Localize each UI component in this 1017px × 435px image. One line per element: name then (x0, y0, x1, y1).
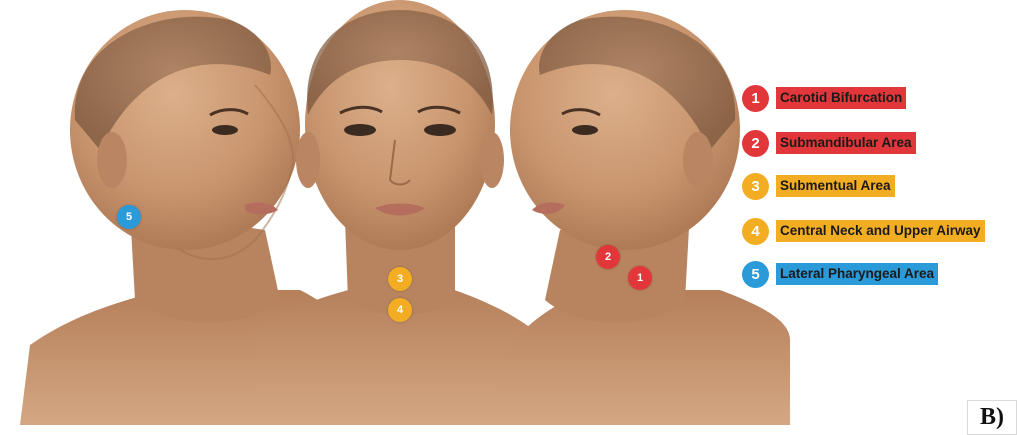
marker-4-front-head: 4 (388, 298, 412, 322)
legend-label-5: Lateral Pharyngeal Area (776, 263, 938, 285)
legend-number-1: 1 (742, 85, 769, 112)
legend-label-2: Submandibular Area (776, 132, 916, 154)
legend-item-2: 2 Submandibular Area (742, 129, 916, 157)
legend-label-4: Central Neck and Upper Airway (776, 220, 985, 242)
legend-number-5: 5 (742, 261, 769, 288)
legend-label-3: Submentual Area (776, 175, 895, 197)
left-eye (344, 124, 376, 136)
legend-number-2: 2 (742, 130, 769, 157)
legend-item-1: 1 Carotid Bifurcation (742, 84, 906, 112)
left-ear (296, 132, 320, 188)
legend-item-3: 3 Submentual Area (742, 172, 895, 200)
right-ear (480, 132, 504, 188)
ear (683, 132, 713, 188)
marker-1-right-head: 1 (628, 266, 652, 290)
right-eye (424, 124, 456, 136)
marker-5-left-head: 5 (117, 205, 141, 229)
eye (212, 125, 238, 135)
panel-label: B) (967, 400, 1017, 435)
legend-label-1: Carotid Bifurcation (776, 87, 906, 109)
eye (572, 125, 598, 135)
ear (97, 132, 127, 188)
legend-number-3: 3 (742, 173, 769, 200)
legend-item-4: 4 Central Neck and Upper Airway (742, 217, 985, 245)
marker-3-front-head: 3 (388, 267, 412, 291)
marker-2-right-head: 2 (596, 245, 620, 269)
legend-number-4: 4 (742, 218, 769, 245)
legend-item-5: 5 Lateral Pharyngeal Area (742, 260, 938, 288)
